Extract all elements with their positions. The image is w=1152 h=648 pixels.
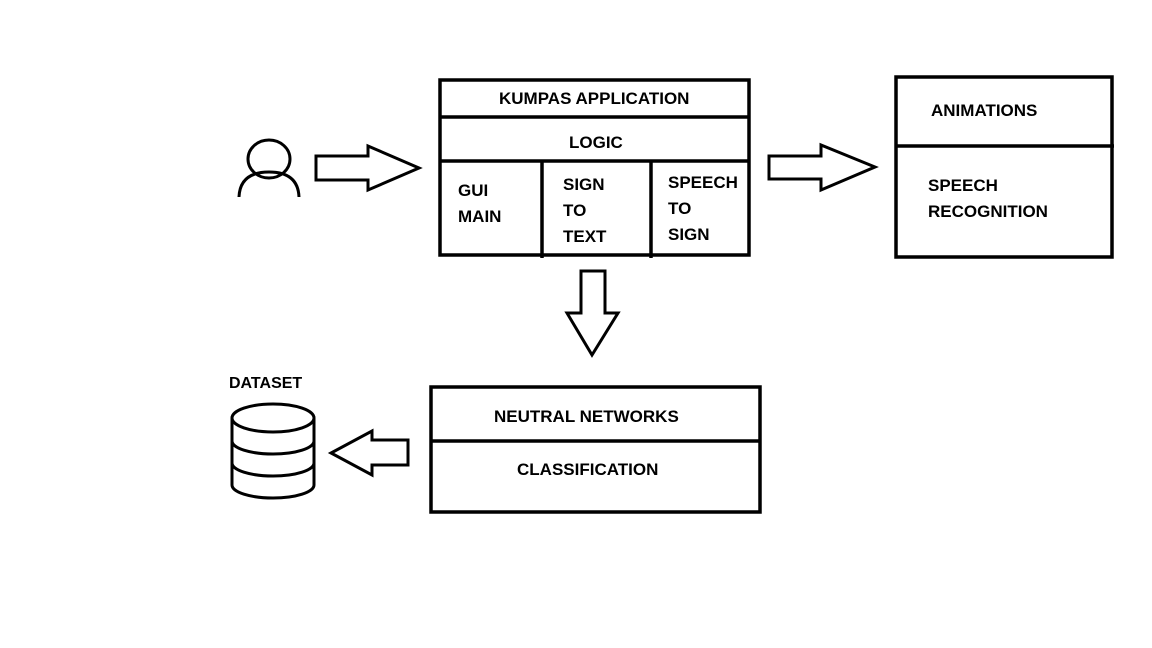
arrow-down-icon [564, 269, 621, 358]
neural-networks-label: NEUTRAL NETWORKS [494, 407, 679, 426]
animations-box [894, 75, 1114, 259]
arrow-left-icon [327, 428, 410, 478]
classification-label: CLASSIFICATION [517, 460, 659, 479]
speech-recognition-label: SPEECH RECOGNITION [928, 176, 1048, 221]
gui-main-label: GUI MAIN [458, 181, 502, 226]
arrow-right-icon [314, 143, 423, 193]
arrow-right-icon [767, 142, 879, 193]
database-icon [230, 402, 316, 500]
kumpas-application-box [438, 78, 751, 258]
user-icon [237, 138, 301, 198]
kumpas-application-title: KUMPAS APPLICATION [499, 89, 690, 108]
neural-networks-box [429, 385, 762, 514]
dataset-label: DATASET [229, 375, 303, 392]
speech-to-sign-label: SPEECH TO SIGN [668, 173, 738, 244]
animations-label: ANIMATIONS [931, 101, 1038, 120]
sign-to-text-label: SIGN TO TEXT [563, 175, 607, 246]
logic-label: LOGIC [569, 133, 623, 152]
